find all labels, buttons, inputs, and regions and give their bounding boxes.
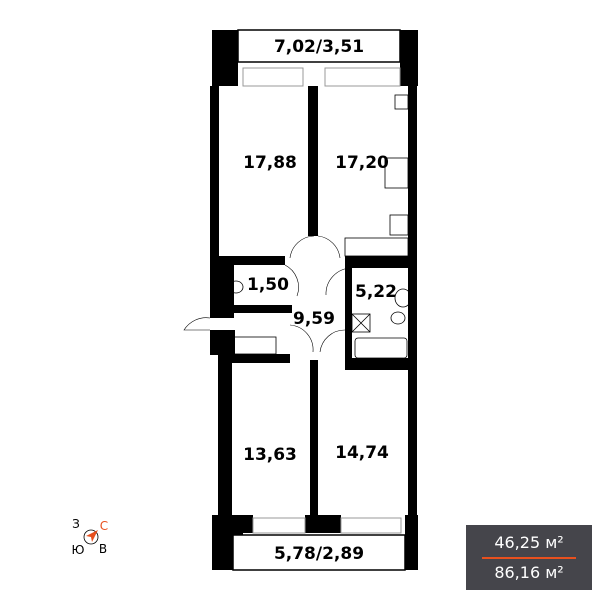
compass-arrow-icon [86, 530, 98, 542]
living-area: 46,25 м² [494, 533, 564, 552]
room-label-bedroom-1: 17,88 [243, 153, 297, 173]
balcony-top-label: 7,02/3,51 [274, 37, 364, 57]
room-label-hall: 9,59 [293, 309, 335, 329]
room-label-toilet: 1,50 [247, 275, 289, 295]
room-labels: 7,02/3,51 17,88 17,20 1,50 9,59 5,22 13,… [243, 37, 397, 564]
total-area: 86,16 м² [494, 563, 564, 582]
compass: С В Ю З [72, 517, 109, 557]
divider [482, 557, 576, 559]
walls [210, 30, 418, 570]
balconies [232, 29, 406, 571]
area-summary: 46,25 м² 86,16 м² [466, 525, 592, 590]
room-label-kitchen: 17,20 [335, 153, 389, 173]
svg-text:С: С [100, 519, 108, 533]
fixtures [228, 94, 412, 359]
room-label-bedroom-3: 14,74 [335, 443, 389, 463]
room-label-bedroom-2: 13,63 [243, 445, 297, 465]
room-label-bathroom: 5,22 [355, 282, 397, 302]
windows [242, 67, 402, 534]
svg-text:Ю: Ю [72, 543, 85, 557]
svg-text:В: В [99, 542, 107, 556]
balcony-bottom-label: 5,78/2,89 [274, 544, 364, 564]
svg-text:З: З [72, 517, 80, 531]
doors [183, 235, 353, 353]
